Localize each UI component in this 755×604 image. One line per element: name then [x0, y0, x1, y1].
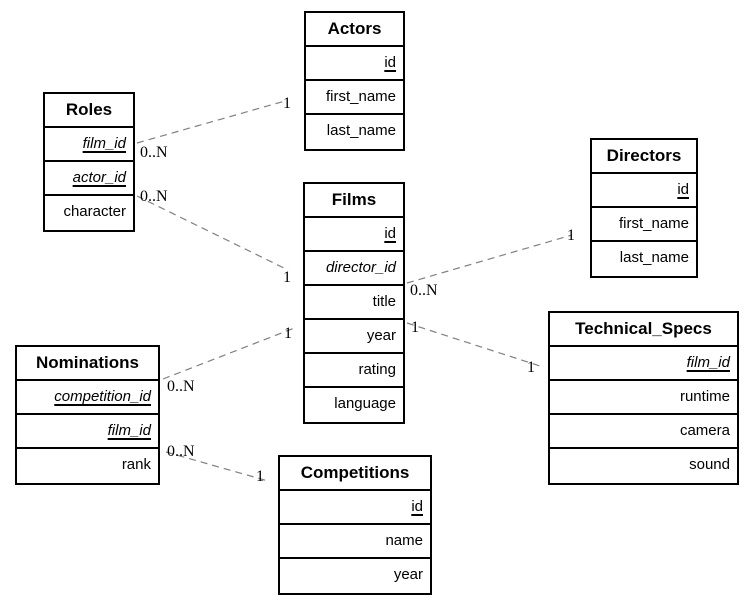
relationship-line-nominations-films: [162, 326, 298, 380]
entity-title: Directors: [592, 140, 696, 174]
field-technical_specs-sound: sound: [689, 456, 730, 473]
field-roles-actor_id: actor_id: [45, 162, 133, 196]
entity-title: Films: [305, 184, 403, 218]
field-competitions-year: year: [393, 566, 423, 583]
cardinality-label-nominations-competitions-1: 1: [256, 468, 264, 485]
cardinality-label-films-technical_specs-0: 1: [411, 319, 419, 336]
field-directors-first_name: first_name: [592, 208, 696, 242]
field-films-language: language: [334, 395, 396, 412]
cardinality-label-roles-actors-1: 1: [283, 95, 291, 112]
field-directors-last_name: last_name: [619, 249, 689, 266]
field-films-year: year: [305, 320, 403, 354]
field-actors-first_name: first_name: [306, 81, 403, 115]
cardinality-label-films-directors-1: 1: [567, 227, 575, 244]
field-technical_specs-runtime: runtime: [550, 381, 737, 415]
field-actors-last_name: last_name: [326, 122, 396, 139]
cardinality-label-roles-films-0: 0..N: [140, 188, 168, 205]
relationship-line-roles-films: [136, 195, 289, 271]
field-films-director_id: director_id: [305, 252, 403, 286]
cardinality-label-nominations-films-1: 1: [284, 325, 292, 342]
field-films-title: title: [305, 286, 403, 320]
relationship-line-roles-actors: [136, 100, 286, 144]
relationship-line-films-directors: [406, 234, 573, 284]
entity-title: Roles: [45, 94, 133, 128]
field-films-rating: rating: [305, 354, 403, 388]
cardinality-label-roles-actors-0: 0..N: [140, 144, 168, 161]
entity-title: Technical_Specs: [550, 313, 737, 347]
entity-title: Actors: [306, 13, 403, 47]
field-roles-film_id: film_id: [45, 128, 133, 162]
field-nominations-rank: rank: [121, 456, 151, 473]
field-films-id: id: [305, 218, 403, 252]
cardinality-label-roles-films-1: 1: [283, 269, 291, 286]
cardinality-label-films-technical_specs-1: 1: [527, 359, 535, 376]
field-nominations-film_id: film_id: [17, 415, 158, 449]
field-technical_specs-camera: camera: [550, 415, 737, 449]
field-roles-character: character: [63, 203, 126, 220]
cardinality-label-nominations-competitions-0: 0..N: [167, 443, 195, 460]
field-actors-id: id: [306, 47, 403, 81]
entity-title: Competitions: [280, 457, 430, 491]
field-technical_specs-film_id: film_id: [550, 347, 737, 381]
field-directors-id: id: [592, 174, 696, 208]
field-competitions-id: id: [280, 491, 430, 525]
field-nominations-competition_id: competition_id: [17, 381, 158, 415]
cardinality-label-nominations-films-0: 0..N: [167, 378, 195, 395]
field-competitions-name: name: [280, 525, 430, 559]
cardinality-label-films-directors-0: 0..N: [410, 282, 438, 299]
entity-title: Nominations: [17, 347, 158, 381]
relationship-line-films-technical_specs: [406, 322, 541, 367]
